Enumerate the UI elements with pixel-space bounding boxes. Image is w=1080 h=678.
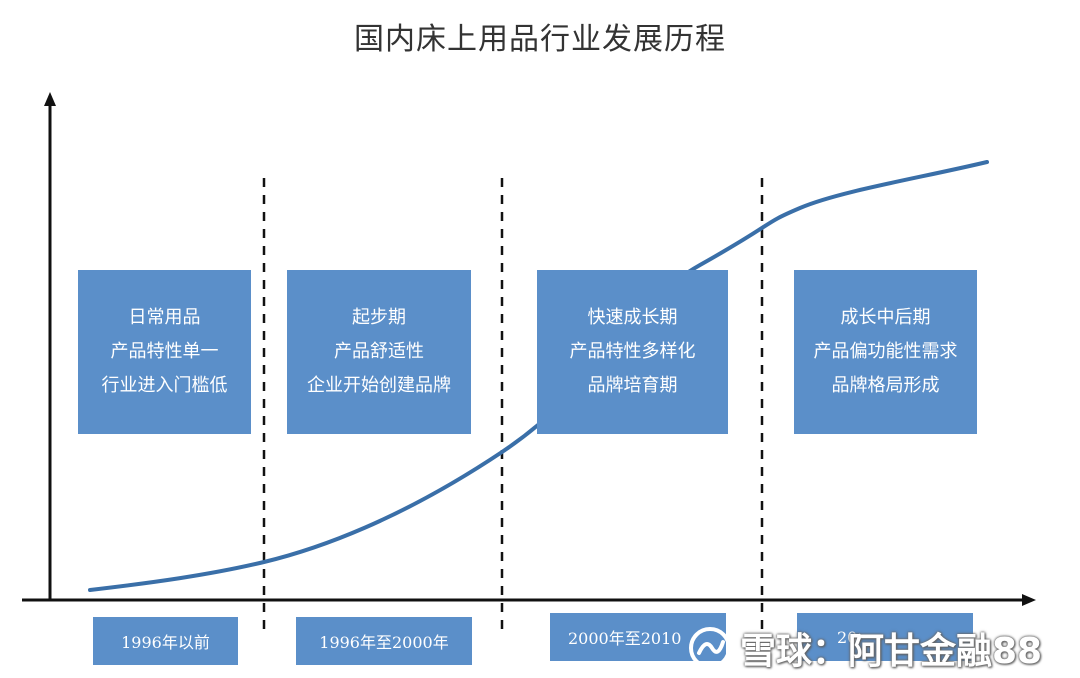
stage-3-line-1: 快速成长期 <box>587 307 678 328</box>
snowball-logo-icon <box>689 627 731 669</box>
stage-1-line-2: 产品特性单一 <box>110 341 219 362</box>
stage-box-4: 成长中后期 产品偏功能性需求 品牌格局形成 <box>794 270 977 434</box>
x-axis-arrow <box>1022 594 1036 606</box>
stage-2-line-3: 企业开始创建品牌 <box>307 375 451 396</box>
stage-4-line-1: 成长中后期 <box>840 307 931 328</box>
stage-1-line-1: 日常用品 <box>128 307 201 328</box>
diagram-title: 国内床上用品行业发展历程 <box>354 22 726 57</box>
stage-2-line-2: 产品舒适性 <box>334 341 424 362</box>
stage-box-3: 快速成长期 产品特性多样化 品牌培育期 <box>537 270 728 434</box>
stage-3-line-3: 品牌培育期 <box>587 375 678 396</box>
watermark: 雪球：阿甘金融88 <box>688 622 1042 674</box>
stage-3-line-2: 产品特性多样化 <box>569 341 696 362</box>
stage-1-line-3: 行业进入门槛低 <box>101 375 228 396</box>
stage-2-line-1: 起步期 <box>352 307 406 328</box>
stage-4-line-2: 产品偏功能性需求 <box>813 341 958 362</box>
stage-4-line-3: 品牌格局形成 <box>831 375 940 396</box>
period-label-2: 1996年至2000年 <box>296 617 472 665</box>
stage-box-2: 起步期 产品舒适性 企业开始创建品牌 <box>287 270 471 434</box>
period-label-1: 1996年以前 <box>93 617 238 665</box>
period-label-4: 20 <box>797 613 973 661</box>
watermark-text: 雪球：阿甘金融88 <box>740 631 1043 672</box>
stage-box-1: 日常用品 产品特性单一 行业进入门槛低 <box>78 270 251 434</box>
y-axis-arrow <box>44 92 56 106</box>
